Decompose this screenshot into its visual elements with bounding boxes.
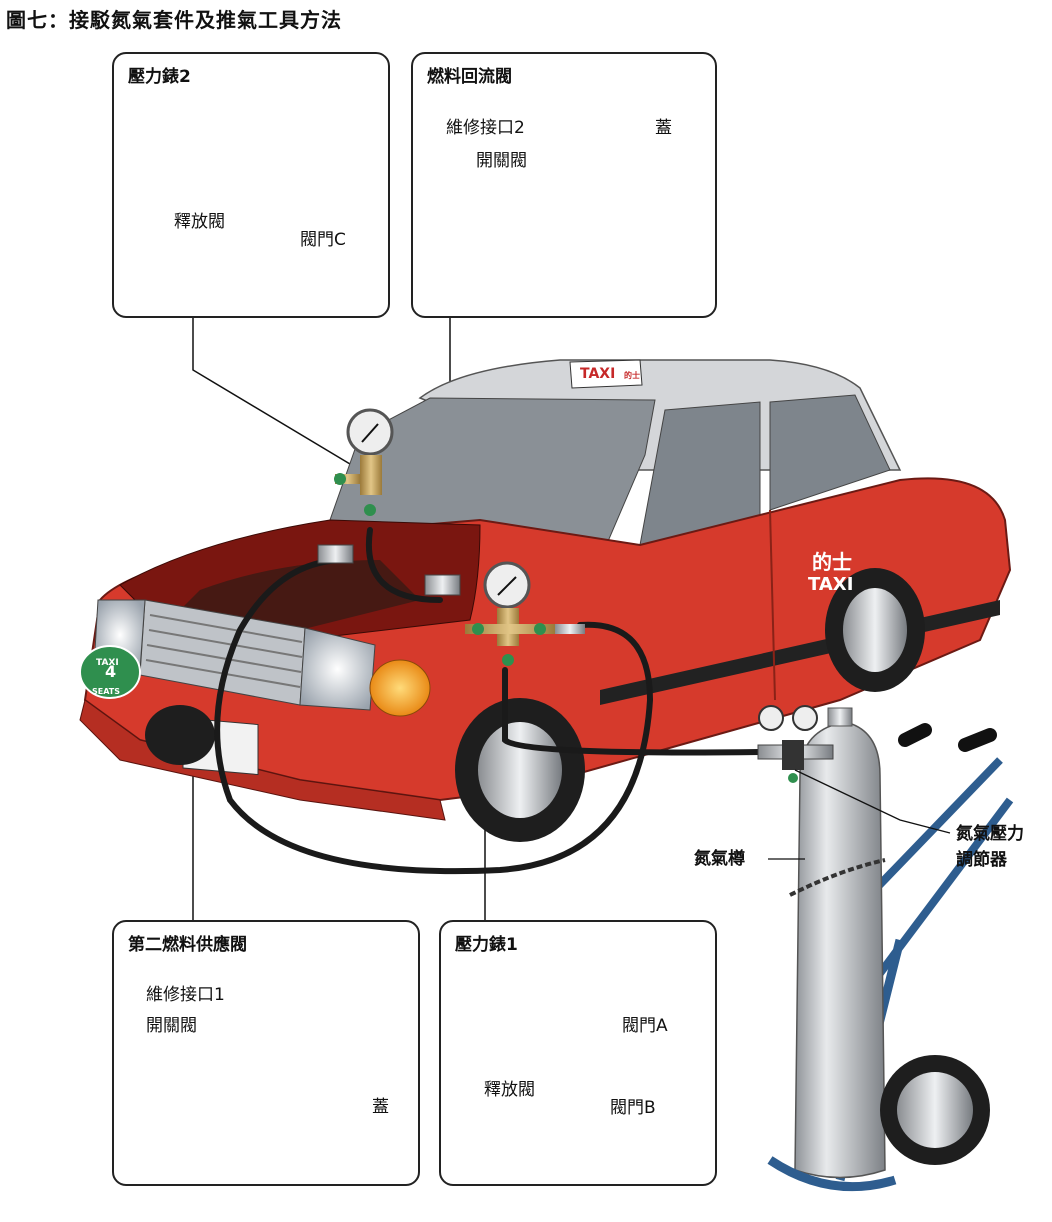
panel-fuel-return-title: 燃料回流閥 xyxy=(427,67,512,87)
panel-gauge1-title: 壓力錶1 xyxy=(455,935,518,955)
panel-fuel-return: 燃料回流閥 xyxy=(411,52,717,318)
label-valve-b: 閥門B xyxy=(610,1098,656,1118)
label-switch-valve-bottom: 開關閥 xyxy=(146,1016,197,1036)
nitrogen-cylinder xyxy=(767,707,1014,1192)
label-regulator-line2: 調節器 xyxy=(956,850,1007,870)
panel-gauge2-title: 壓力錶2 xyxy=(128,67,191,87)
plate-bottom: SEATS xyxy=(92,687,121,696)
panel-gauge2: 壓力錶2 xyxy=(112,52,390,318)
regulator xyxy=(757,705,834,783)
label-cap-top: 蓋 xyxy=(655,118,672,138)
label-release-valve-2: 釋放閥 xyxy=(174,212,225,232)
hoses xyxy=(214,527,763,875)
label-service-port-1: 維修接口1 xyxy=(146,985,225,1005)
roof-sign-text: TAXI xyxy=(580,366,616,382)
panel-gauge1: 壓力錶1 xyxy=(439,920,717,1186)
plate-top: TAXI xyxy=(96,658,119,668)
panel-second-supply: 第二燃料供應閥 xyxy=(112,920,420,1186)
label-cap-bottom: 蓋 xyxy=(372,1097,389,1117)
taxi-car xyxy=(79,359,1012,842)
figure-title: 圖七：接駁氮氣套件及推氣工具方法 xyxy=(6,8,342,32)
label-nitrogen-cylinder: 氮氣樽 xyxy=(694,849,745,869)
gauge2-on-car xyxy=(334,408,394,516)
label-service-port-2: 維修接口2 xyxy=(446,118,525,138)
label-valve-a: 閥門A xyxy=(622,1016,668,1036)
callout-lines xyxy=(768,769,951,860)
door-text-cn: 的士 xyxy=(812,550,852,574)
label-valve-c: 閥門C xyxy=(300,230,346,250)
label-regulator-line1: 氮氣壓力 xyxy=(956,824,1024,844)
roof-sign-cn: 的士 xyxy=(624,371,640,380)
gauge1-on-car xyxy=(465,561,585,666)
door-text-en: TAXI xyxy=(808,574,854,595)
plate-number: 4 xyxy=(105,662,117,681)
panel-second-supply-title: 第二燃料供應閥 xyxy=(128,935,247,955)
label-release-valve-1: 釋放閥 xyxy=(484,1080,535,1100)
label-switch-valve-top: 開關閥 xyxy=(476,151,527,171)
engine-valves xyxy=(317,544,461,596)
